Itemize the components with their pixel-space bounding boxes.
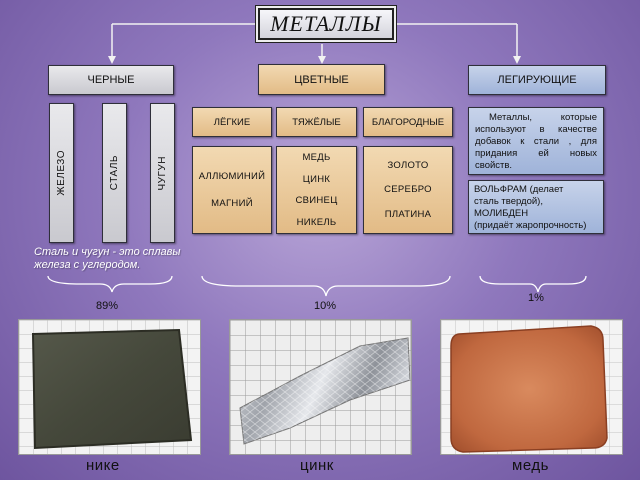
list-item: НИКЕЛЬ xyxy=(296,216,337,228)
alloying-description-text: Металлы, которые используют в качестве д… xyxy=(475,112,597,171)
alloy-note-line: Сталь и чугун - это сплавы xyxy=(34,246,181,258)
group-header-noble: БЛАГОРОДНЫЕ xyxy=(363,107,453,137)
zinc-photo xyxy=(229,319,412,455)
copper-sample-image xyxy=(441,320,622,454)
alloy-note: Сталь и чугун - это сплавы железа с угле… xyxy=(34,246,214,272)
black-item-iron: ЖЕЛЕЗО xyxy=(49,103,74,243)
alloying-examples: ВОЛЬФРАМ (делает сталь твердой), МОЛИБДЕ… xyxy=(468,180,604,234)
category-alloying: ЛЕГИРУЮЩИЕ xyxy=(468,65,606,95)
percent-color: 10% xyxy=(314,300,337,312)
black-item-label: ЧУГУН xyxy=(157,155,168,191)
group-list-light: АЛЛЮМИНИЙ МАГНИЙ xyxy=(192,146,272,234)
list-item: ЦИНК xyxy=(302,173,331,185)
category-color: ЦВЕТНЫЕ xyxy=(258,64,385,95)
caption-copper: медь xyxy=(512,457,549,474)
alloying-example-line: ВОЛЬФРАМ (делает xyxy=(474,184,564,195)
group-header-heavy: ТЯЖЁЛЫЕ xyxy=(276,107,357,137)
group-header-light: ЛЁГКИЕ xyxy=(192,107,272,137)
black-item-steel: СТАЛЬ xyxy=(102,103,127,243)
page-title: МЕТАЛЛЫ xyxy=(258,8,394,40)
caption-nickel: нике xyxy=(86,457,120,474)
percent-alloying: 1% xyxy=(528,292,544,304)
brace-lines xyxy=(47,275,587,297)
alloying-example-line: сталь твердой), xyxy=(474,196,543,207)
list-item: ЗОЛОТО xyxy=(387,159,429,171)
caption-zinc: цинк xyxy=(300,457,334,474)
black-item-label: СТАЛЬ xyxy=(109,155,120,191)
group-list-heavy: МЕДЬ ЦИНК СВИНЕЦ НИКЕЛЬ xyxy=(276,146,357,234)
list-item: МАГНИЙ xyxy=(211,198,253,209)
alloying-example-line: (придаёт жаропрочность) xyxy=(474,220,587,231)
category-black: ЧЕРНЫЕ xyxy=(48,65,174,95)
alloying-example-line: МОЛИБДЕН xyxy=(474,208,529,219)
list-item: МЕДЬ xyxy=(302,152,331,164)
copper-photo xyxy=(440,319,623,455)
list-item: СЕРЕБРО xyxy=(384,184,432,196)
zinc-sample-image xyxy=(230,320,411,454)
list-item: АЛЛЮМИНИЙ xyxy=(198,171,266,182)
black-item-label: ЖЕЛЕЗО xyxy=(56,150,67,196)
black-item-castiron: ЧУГУН xyxy=(150,103,175,243)
nickel-photo xyxy=(18,319,201,455)
list-item: СВИНЕЦ xyxy=(295,195,338,207)
percent-black: 89% xyxy=(96,300,119,312)
alloying-description: Металлы, которые используют в качестве д… xyxy=(468,107,604,175)
alloy-note-line: железа с углеродом. xyxy=(34,259,141,271)
nickel-sample-image xyxy=(19,320,200,454)
group-list-noble: ЗОЛОТО СЕРЕБРО ПЛАТИНА xyxy=(363,146,453,234)
list-item: ПЛАТИНА xyxy=(384,209,432,221)
